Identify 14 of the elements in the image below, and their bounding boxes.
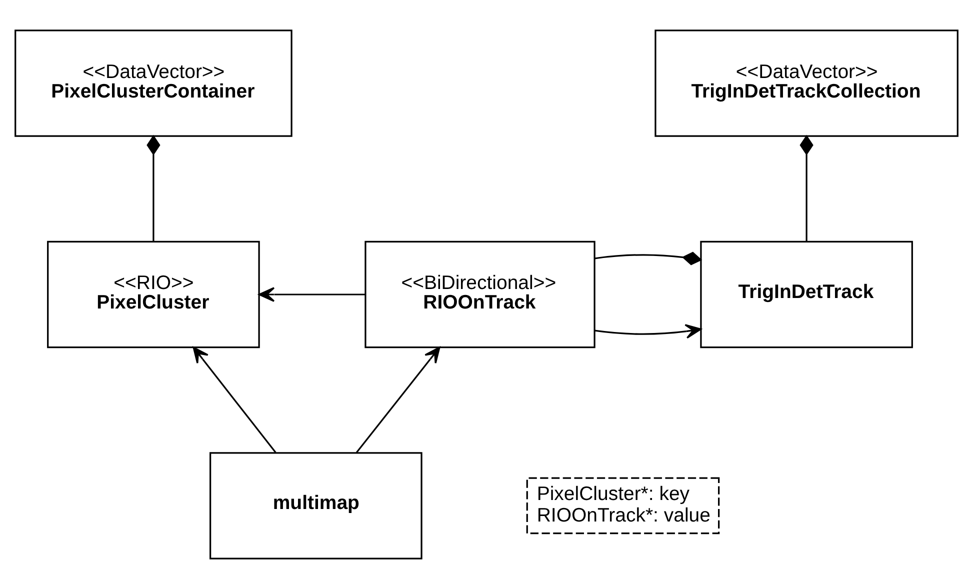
node-box: <<DataVector>> TrigInDetTrackCollection: [654, 29, 958, 136]
arrow: [594, 324, 702, 338]
arrow: [192, 346, 276, 453]
connector: [146, 134, 160, 241]
connector: [800, 134, 814, 241]
node-box: TrigInDetTrack: [700, 240, 913, 348]
arrow: [356, 346, 440, 453]
node-box: multimap: [210, 452, 422, 559]
node-box: <<BiDirectional>> RIOOnTrack: [364, 240, 596, 348]
node-box: PixelCluster*: key RIOOnTrack*: value: [526, 476, 720, 534]
connector: [594, 251, 702, 265]
arrow: [258, 286, 366, 302]
node-box: <<RIO>> PixelCluster: [47, 240, 260, 348]
node-box: <<DataVector>> PixelClusterContainer: [14, 29, 292, 136]
